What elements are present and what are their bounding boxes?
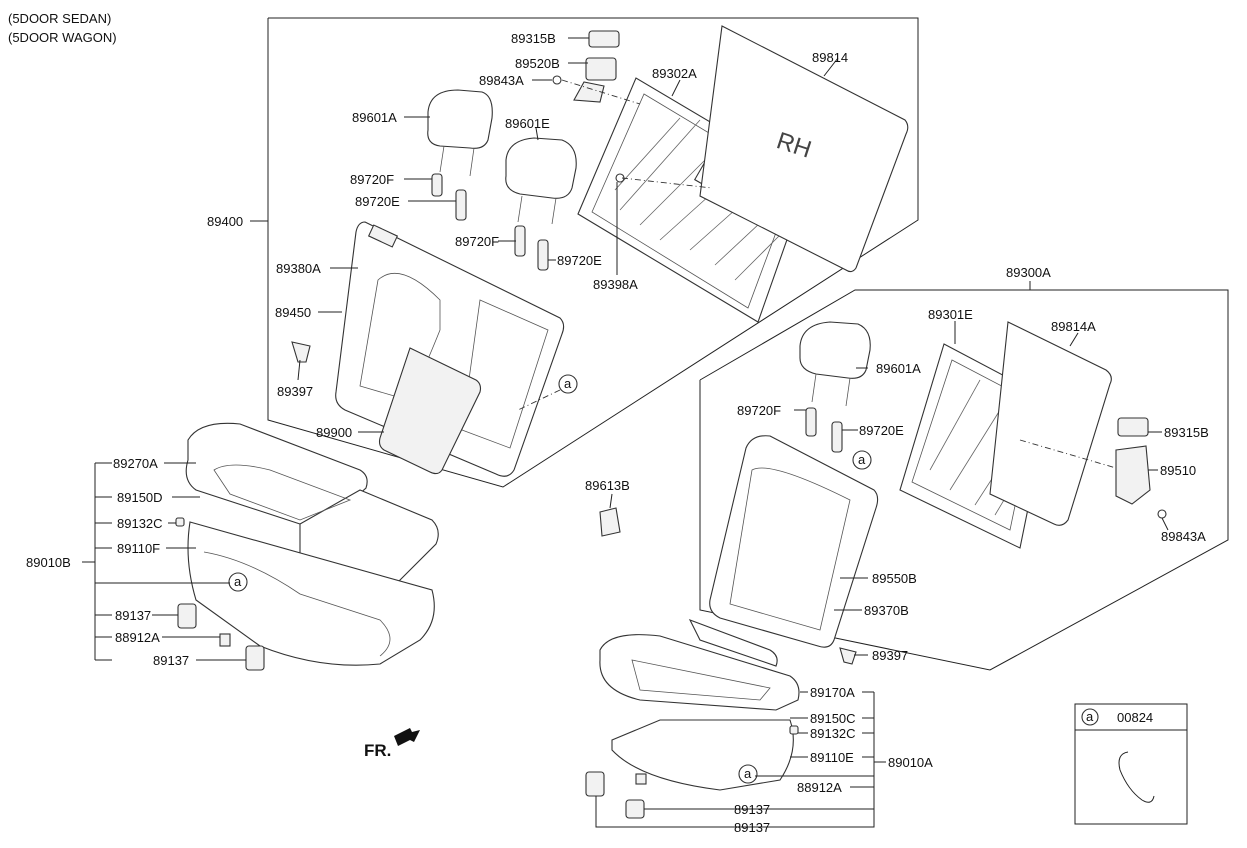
part-89510 <box>1115 445 1151 505</box>
guide-89720F-c <box>805 407 817 437</box>
label-89814: 89814 <box>812 50 848 65</box>
header-sedan: (5DOOR SEDAN) <box>8 11 111 26</box>
part-89315B-b <box>1117 417 1149 437</box>
header-wagon: (5DOOR WAGON) <box>8 30 117 45</box>
part-latch-cover <box>573 81 605 103</box>
seatback-board-89814A <box>989 321 1112 526</box>
group-89300A-outline <box>699 289 1229 671</box>
part-labels: 89315B 89520B 89843A 89302A 89814 89601A… <box>26 31 1209 835</box>
label-89613B: 89613B <box>585 478 630 493</box>
clip-00824-icon <box>1118 751 1155 803</box>
label-89380A: 89380A <box>276 261 321 276</box>
label-89720F-a: 89720F <box>350 172 394 187</box>
legend-part: 00824 <box>1117 710 1153 725</box>
legend-key-circle <box>1081 708 1099 726</box>
label-89397-a: 89397 <box>277 384 313 399</box>
part-88912A-a <box>219 633 231 647</box>
label-89720E-b: 89720E <box>557 253 602 268</box>
label-89137-d: 89137 <box>734 820 770 835</box>
bolt-89843A-a <box>552 75 562 85</box>
label-89843A-b: 89843A <box>1161 529 1206 544</box>
label-89137-a: 89137 <box>115 608 151 623</box>
label-89720F-b: 89720F <box>455 234 499 249</box>
label-89010A: 89010A <box>888 755 933 770</box>
fr-arrow-icon <box>394 728 420 746</box>
label-89550B: 89550B <box>872 571 917 586</box>
label-89601A-b: 89601A <box>876 361 921 376</box>
label-88912A-b: 88912A <box>797 780 842 795</box>
label-89397-b: 89397 <box>872 648 908 663</box>
part-88912A-b <box>635 773 647 785</box>
seat-cushion-89010A: a <box>585 618 800 819</box>
label-89843A-a: 89843A <box>479 73 524 88</box>
fr-label: FR. <box>364 741 391 760</box>
label-89110E: 89110E <box>810 750 854 765</box>
callout-a-1 <box>558 374 578 394</box>
label-89315B-a: 89315B <box>511 31 556 46</box>
label-89814A: 89814A <box>1051 319 1096 334</box>
label-89301E: 89301E <box>928 307 973 322</box>
leader-lines <box>152 37 1169 758</box>
part-89137-b <box>245 645 265 671</box>
label-88912A-a: 88912A <box>115 630 160 645</box>
part-89397-a <box>291 341 311 363</box>
label-89400: 89400 <box>207 214 243 229</box>
guide-89720E-c <box>831 421 843 453</box>
headrest-89601A-b <box>799 321 871 407</box>
label-89150C: 89150C <box>810 711 856 726</box>
part-89397-b <box>839 647 857 665</box>
legend-key: a <box>1086 709 1094 724</box>
label-89900: 89900 <box>316 425 352 440</box>
label-89720E-a: 89720E <box>355 194 400 209</box>
label-89010B: 89010B <box>26 555 71 570</box>
label-89132C-a: 89132C <box>117 516 163 531</box>
label-89132C-b: 89132C <box>810 726 856 741</box>
label-89450: 89450 <box>275 305 311 320</box>
label-89315B-b: 89315B <box>1164 425 1209 440</box>
part-89315B-a <box>588 30 620 48</box>
label-89137-b: 89137 <box>153 653 189 668</box>
seatback-89370B: a <box>709 435 879 665</box>
bracket-89010A <box>595 692 875 828</box>
label-89137-c: 89137 <box>734 802 770 817</box>
part-89137-a <box>177 603 197 629</box>
part-89613B <box>599 507 621 537</box>
label-89302A: 89302A <box>652 66 697 81</box>
part-89132C-a <box>175 517 185 527</box>
seatback-board-89814 <box>699 25 909 273</box>
callout-a-3-label: a <box>858 452 866 467</box>
label-89110F: 89110F <box>117 541 160 556</box>
label-89520B: 89520B <box>515 56 560 71</box>
callout-a-4-label: a <box>744 766 752 781</box>
label-89601E: 89601E <box>505 116 550 131</box>
label-89720F-c: 89720F <box>737 403 781 418</box>
guides-89720-a <box>431 173 549 271</box>
callout-a-3 <box>852 450 872 470</box>
label-89270A: 89270A <box>113 456 158 471</box>
seat-cushion-89010B: a <box>175 422 439 671</box>
label-89300A: 89300A <box>1006 265 1051 280</box>
group-89400-outline <box>267 17 919 488</box>
callout-a-2 <box>228 572 248 592</box>
headrest-89601A-a <box>427 89 493 177</box>
callout-a-1-label: a <box>564 376 572 391</box>
callout-a-2-label: a <box>234 574 242 589</box>
part-89520B <box>585 57 617 81</box>
label-89370B: 89370B <box>864 603 909 618</box>
callout-a-4 <box>738 764 758 784</box>
part-89132C-b <box>789 725 799 735</box>
part-89137-c <box>585 771 605 797</box>
label-89510: 89510 <box>1160 463 1196 478</box>
headrest-89601E <box>505 137 577 225</box>
bolt-89843A-b <box>1157 509 1167 519</box>
label-89601A-a: 89601A <box>352 110 397 125</box>
legend-box: a 00824 <box>1074 703 1188 825</box>
armrest-89900 <box>378 347 482 475</box>
label-89150D: 89150D <box>117 490 163 505</box>
label-89720E-c: 89720E <box>859 423 904 438</box>
label-89398A: 89398A <box>593 277 638 292</box>
label-89170A: 89170A <box>810 685 855 700</box>
part-89137-d <box>625 799 645 819</box>
